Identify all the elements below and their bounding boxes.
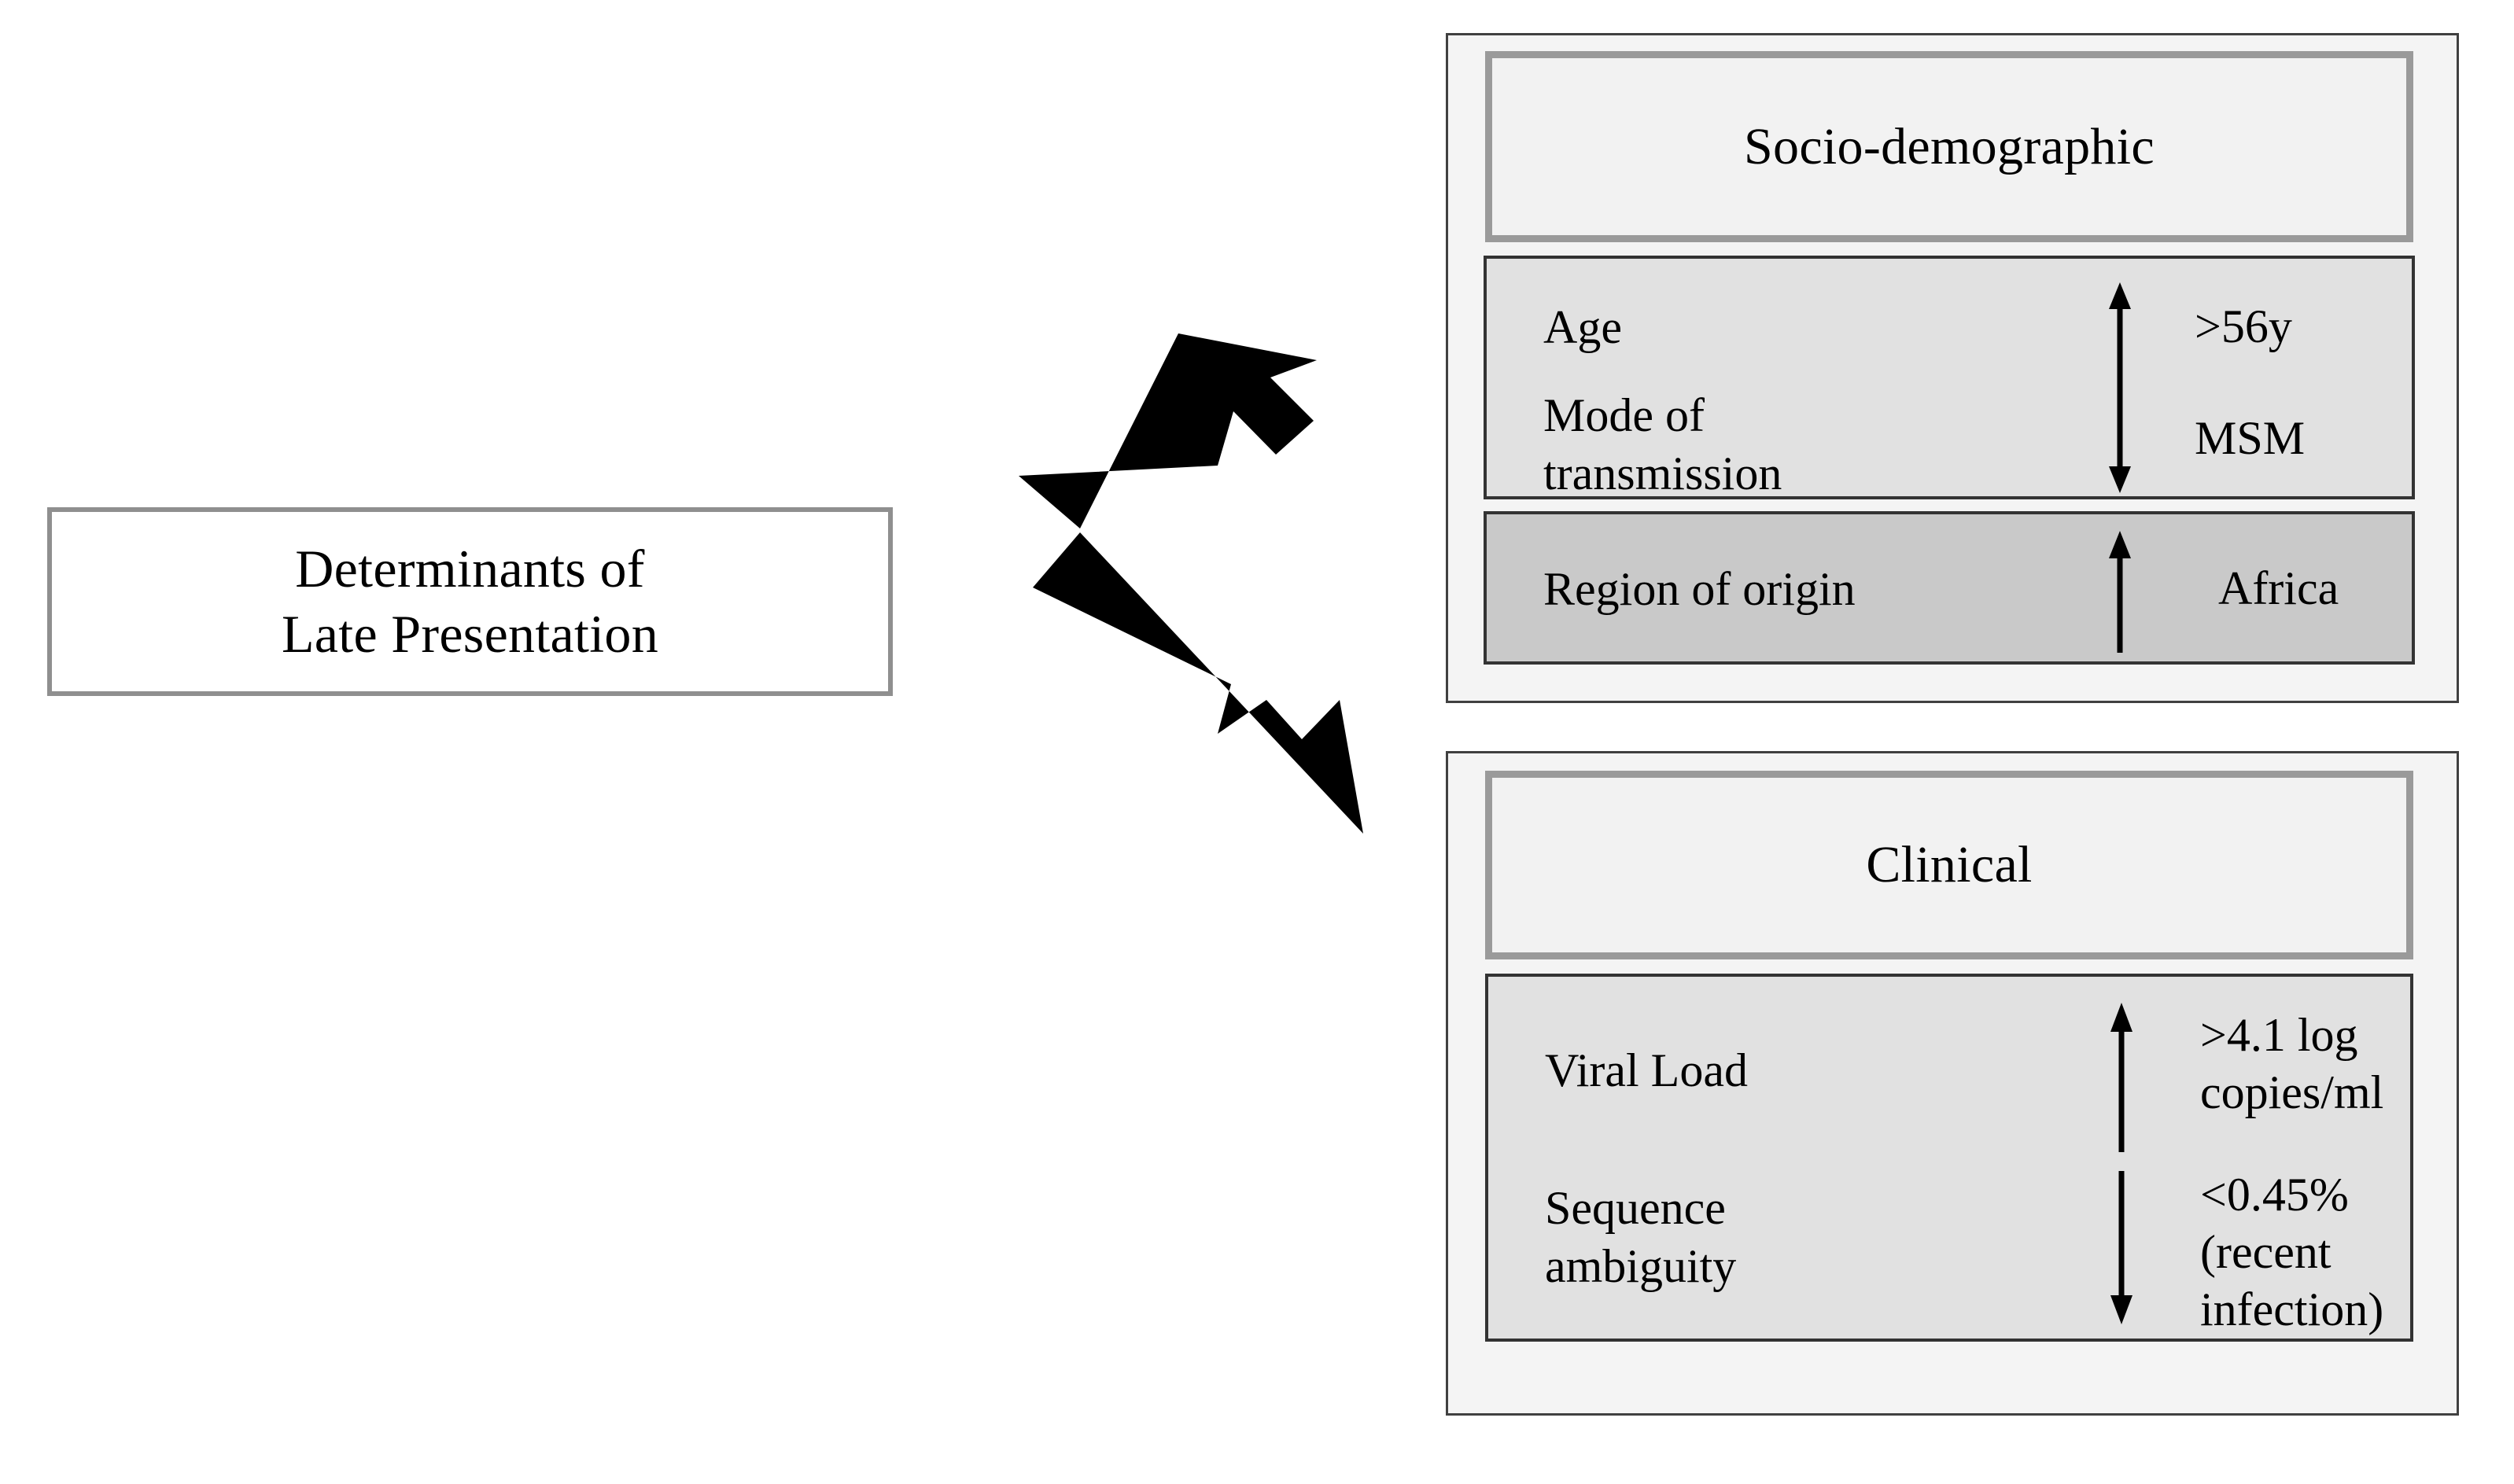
table-row-viral-load: Viral Load >4.1 log copies/ml bbox=[1488, 992, 2410, 1162]
table-row-mode-of-transmission: Mode of transmission MSM bbox=[1487, 377, 2412, 499]
up-arrow-icon bbox=[2086, 1000, 2157, 1154]
row-label-line-1: Sequence bbox=[1545, 1182, 1726, 1234]
group-header-clinical: Clinical bbox=[1485, 771, 2413, 959]
row-label-mode-of-transmission: Mode of transmission bbox=[1543, 386, 2007, 503]
row-value-line-2: (recent bbox=[2200, 1226, 2332, 1279]
group-box-socio-demographic: Socio-demographic Age >56y Mode of trans… bbox=[1446, 33, 2459, 703]
source-box-title: Determinants of Late Presentation bbox=[282, 536, 658, 667]
row-value-region-of-origin: Africa bbox=[2218, 562, 2339, 614]
row-value-line-1: >4.1 log bbox=[2200, 1009, 2358, 1061]
table-row-sequence-ambiguity: Sequence ambiguity <0.45% (recent infect… bbox=[1488, 1162, 2410, 1339]
up-arrow-icon bbox=[2085, 528, 2155, 654]
row-value-viral-load: >4.1 log copies/ml bbox=[2200, 1007, 2436, 1121]
group-box-clinical: Clinical Viral Load >4.1 log copies/ml S… bbox=[1446, 751, 2459, 1416]
row-label-age: Age bbox=[1543, 301, 1622, 353]
data-panel-socio-primary: Age >56y Mode of transmission MSM bbox=[1484, 256, 2415, 499]
lower-arrow-shape bbox=[1033, 532, 1363, 834]
group-header-label: Socio-demographic bbox=[1744, 117, 2155, 175]
group-header-socio-demographic: Socio-demographic bbox=[1485, 51, 2413, 242]
down-arrow-icon bbox=[2085, 385, 2155, 495]
source-title-line-1-text: Determinants of bbox=[295, 539, 645, 599]
source-box-determinants: Determinants of Late Presentation bbox=[47, 507, 893, 696]
row-value-line-1: <0.45% bbox=[2200, 1169, 2349, 1221]
row-label-line-2: transmission bbox=[1543, 447, 1782, 500]
table-row-region-of-origin: Region of origin Africa bbox=[1487, 522, 2412, 660]
upper-arrow-shape bbox=[1019, 333, 1317, 528]
source-title-line-2-text: Late Presentation bbox=[281, 604, 659, 664]
row-label-sequence-ambiguity: Sequence ambiguity bbox=[1545, 1179, 2009, 1296]
up-arrow-icon bbox=[2085, 281, 2155, 399]
data-panel-clinical-primary: Viral Load >4.1 log copies/ml Sequence a… bbox=[1485, 974, 2413, 1342]
row-value-line-3: infection) bbox=[2200, 1283, 2384, 1336]
row-value-age: >56y bbox=[2195, 300, 2292, 352]
data-panel-socio-region: Region of origin Africa bbox=[1484, 511, 2415, 665]
row-value-mode-of-transmission: MSM bbox=[2195, 412, 2306, 464]
row-label-viral-load: Viral Load bbox=[1545, 1044, 1748, 1096]
table-row-age: Age >56y bbox=[1487, 281, 2412, 399]
double-chevron-arrow-icon bbox=[987, 315, 1404, 881]
group-header-label: Clinical bbox=[1866, 836, 2033, 893]
row-value-line-2: copies/ml bbox=[2200, 1066, 2384, 1119]
row-label-line-1: Mode of bbox=[1543, 389, 1705, 441]
row-label-region-of-origin: Region of origin bbox=[1543, 563, 1856, 615]
down-arrow-icon bbox=[2086, 1169, 2157, 1327]
row-label-line-2: ambiguity bbox=[1545, 1240, 1737, 1293]
row-value-sequence-ambiguity: <0.45% (recent infection) bbox=[2200, 1166, 2436, 1339]
